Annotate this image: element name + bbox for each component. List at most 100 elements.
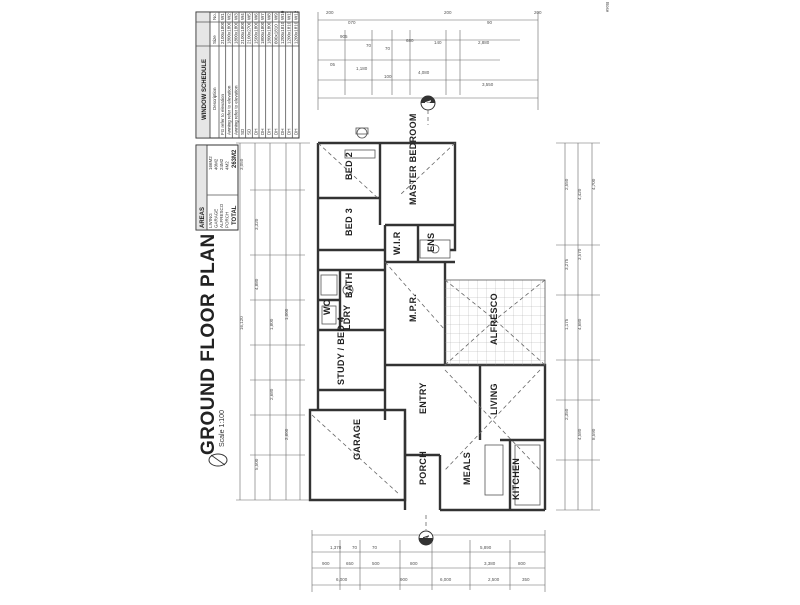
schedule-cell-description: DH <box>273 129 278 136</box>
area-value: 166M2 <box>208 156 213 170</box>
dim-label: 905 <box>340 34 348 39</box>
room-garage: GARAGE <box>352 419 362 460</box>
dim-label: 70 <box>372 545 378 550</box>
area-label: GARAGE <box>214 209 219 228</box>
dim-label: 4,680 <box>577 318 582 330</box>
dim-label: 90 <box>487 20 493 25</box>
room-mpr: M.P.R. <box>408 294 418 322</box>
dim-label: 8,590 <box>591 428 596 440</box>
dim-label: 3,570 <box>577 248 582 260</box>
schedule-cell-size: 1800x1800 <box>260 21 265 44</box>
dim-label: 1,000 <box>284 308 289 320</box>
top-dimension-lines <box>317 12 539 110</box>
areas-total-value: 263M2 <box>232 149 238 168</box>
corner-text: Bose <box>605 2 610 13</box>
schedule-cell-no: W9 <box>273 13 278 20</box>
schedule-cell-description: Awning refer to elevation <box>233 85 238 135</box>
room-ens: ENS <box>426 233 436 252</box>
area-label: ALFRESCO <box>219 203 224 228</box>
schedule-cell-no: W11 <box>287 11 292 20</box>
dim-label: 05 <box>330 62 336 67</box>
dim-label: 200 <box>534 10 542 15</box>
schedule-cell-description: DH <box>267 129 272 136</box>
schedule-cell-no: W7 <box>260 13 265 20</box>
schedule-cell-size: 600x1810 <box>273 24 278 44</box>
schedule-cell-no: W2 <box>227 13 232 20</box>
dim-label: 800 <box>410 561 418 566</box>
dim-label: 2,500 <box>488 577 500 582</box>
dim-label: 200 <box>326 10 334 15</box>
schedule-cell-no: W10 <box>280 10 285 20</box>
dim-label: 2,550 <box>564 178 569 190</box>
dim-label: 4,080 <box>418 70 430 75</box>
dim-label: 1,180 <box>356 66 368 71</box>
areas-title: AREAS <box>200 207 206 228</box>
schedule-cell-size: 1200x1810 <box>280 21 285 44</box>
dim-label: 3,320 <box>254 218 259 230</box>
dim-label: 1,175 <box>564 318 569 330</box>
room-living: LIVING <box>489 383 499 415</box>
section-marker-label: A <box>424 100 433 106</box>
alfresco-paving <box>444 279 546 366</box>
dim-label: 2,680 <box>269 388 274 400</box>
dim-label: 3,550 <box>482 82 494 87</box>
schedule-cell-size: 1800x1800 <box>267 21 272 44</box>
room-porch: PORCH <box>418 451 428 485</box>
roof-lines <box>311 142 546 496</box>
dim-label: 1,370 <box>330 545 342 550</box>
title-bubble-icon <box>208 453 228 467</box>
area-label: LIVING <box>208 213 213 228</box>
schedule-cell-description: DH <box>280 129 285 136</box>
room-kitchen: KITCHEN <box>511 458 521 500</box>
dim-label: 3,380 <box>484 561 496 566</box>
schedule-cell-description: FG refer to elevation <box>220 93 225 135</box>
section-marker-top: A <box>420 95 436 125</box>
schedule-cell-size: 1800x1800 <box>233 21 238 44</box>
room-study: STUDY / BED 4 <box>336 317 346 385</box>
areas-total-label: TOTAL <box>232 205 238 225</box>
room-master: MASTER BEDROOM <box>408 113 418 205</box>
schedule-cell-no: W1 <box>220 13 225 20</box>
right-dimension-lines <box>556 142 600 511</box>
dim-label: 4,420 <box>577 188 582 200</box>
section-marker-bottom: A <box>418 515 434 546</box>
room-entry: ENTRY <box>418 382 428 414</box>
room-bath: BATH <box>344 272 354 298</box>
areas-table: AREAS LIVING166M2GARAGE40M2ALFRESCO24M2P… <box>195 144 239 231</box>
schedule-cell-description: DH <box>287 129 292 136</box>
room-bed3: BED 3 <box>344 208 354 236</box>
dim-label: 6,000 <box>440 577 452 582</box>
bottom-dimension-lines <box>311 530 546 592</box>
room-meals: MEALS <box>462 452 472 485</box>
dim-label: 900 <box>400 577 408 582</box>
dim-label: 2,880 <box>478 40 490 45</box>
schedule-cell-size: 2100x2700 <box>247 21 252 44</box>
dim-label: 70 <box>385 46 391 51</box>
dim-label: 3,050 <box>239 158 244 170</box>
dim-label: 200 <box>444 10 452 15</box>
dim-label: 70 <box>352 545 358 550</box>
schedule-cell-description: DH <box>253 129 258 136</box>
dim-label: 70 <box>366 43 372 48</box>
dim-label: 100 <box>384 74 392 79</box>
dim-label: 4,700 <box>591 178 596 190</box>
schedule-cell-no: W3 <box>233 13 238 20</box>
dim-label: 4,580 <box>577 428 582 440</box>
room-ldry: LDRY <box>342 305 352 330</box>
dim-label: 680 <box>406 38 414 43</box>
left-dimension-labels: 3,0503,32016,1204,8801,8001,0002,6802,60… <box>239 158 289 470</box>
schedule-cell-size: 2100x1800 <box>220 21 225 44</box>
left-dimension-lines <box>236 142 310 501</box>
schedule-cell-size: 2100x1800 <box>240 21 245 44</box>
dim-label: 350 <box>522 577 530 582</box>
dim-label: 140 <box>434 40 442 45</box>
schedule-cell-description: Awning refer to elevation <box>227 85 232 135</box>
dim-label: 3,275 <box>564 258 569 270</box>
dim-label: 500 <box>372 561 380 566</box>
schedule-cell-no: W6 <box>253 13 258 20</box>
dim-label: 800 <box>518 561 526 566</box>
room-labels: BED 2 MASTER BEDROOM BED 3 W.I.R ENS BAT… <box>322 113 521 500</box>
